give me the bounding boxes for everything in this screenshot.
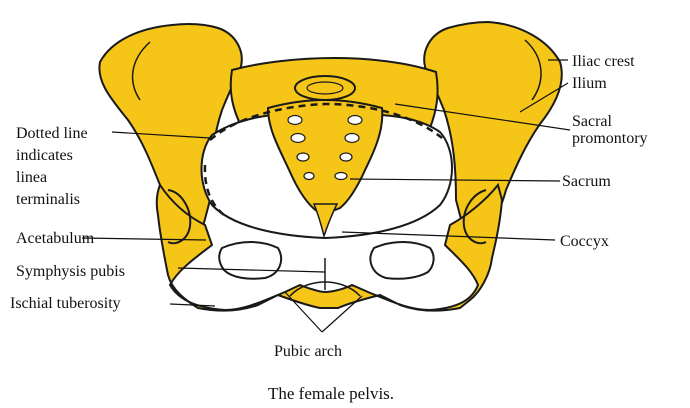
label-ilium: Ilium: [572, 74, 607, 93]
left-obturator-foramen: [219, 242, 281, 279]
label-iliac-crest: Iliac crest: [572, 52, 635, 71]
label-sacral-promontory-2: promontory: [572, 129, 648, 148]
label-sacrum: Sacrum: [562, 172, 611, 191]
label-acetabulum: Acetabulum: [16, 229, 94, 248]
label-ischial-tuberosity: Ischial tuberosity: [10, 294, 121, 313]
label-dotted-line-1: Dotted line: [16, 124, 88, 143]
figure-caption: The female pelvis.: [268, 384, 394, 404]
right-obturator-foramen: [370, 242, 433, 279]
label-coccyx: Coccyx: [560, 232, 609, 251]
label-dotted-line-3: linea: [16, 168, 47, 187]
label-symphysis-pubis: Symphysis pubis: [16, 262, 125, 281]
label-pubic-arch: Pubic arch: [274, 342, 342, 361]
label-dotted-line-4: terminalis: [16, 190, 80, 209]
label-dotted-line-2: indicates: [16, 146, 73, 165]
